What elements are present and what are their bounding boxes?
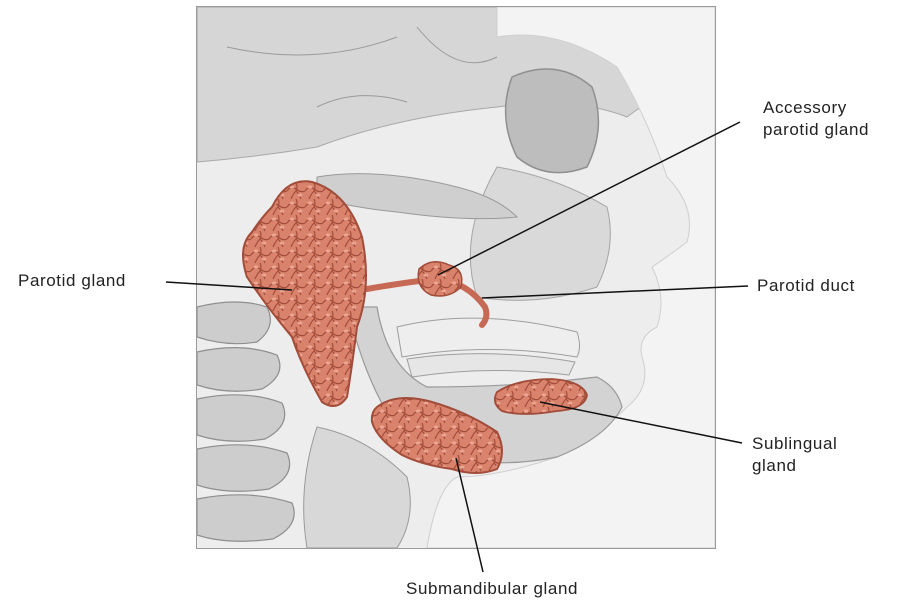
- accessory-parotid-gland: [418, 262, 462, 296]
- label-parotid-duct: Parotid duct: [757, 275, 855, 297]
- orbit: [506, 69, 599, 173]
- label-sublingual-line1: Sublingual: [752, 433, 837, 455]
- label-sublingual-gland: Sublingual gland: [752, 433, 837, 477]
- label-parotid-gland: Parotid gland: [18, 270, 126, 292]
- label-accessory-parotid-gland: Accessory parotid gland: [763, 97, 869, 141]
- head-illustration: [197, 7, 715, 548]
- label-accessory-line2: parotid gland: [763, 119, 869, 141]
- label-sublingual-line2: gland: [752, 455, 837, 477]
- label-submandibular-gland: Submandibular gland: [406, 578, 578, 600]
- anatomy-illustration: [196, 6, 716, 549]
- label-accessory-line1: Accessory: [763, 97, 869, 119]
